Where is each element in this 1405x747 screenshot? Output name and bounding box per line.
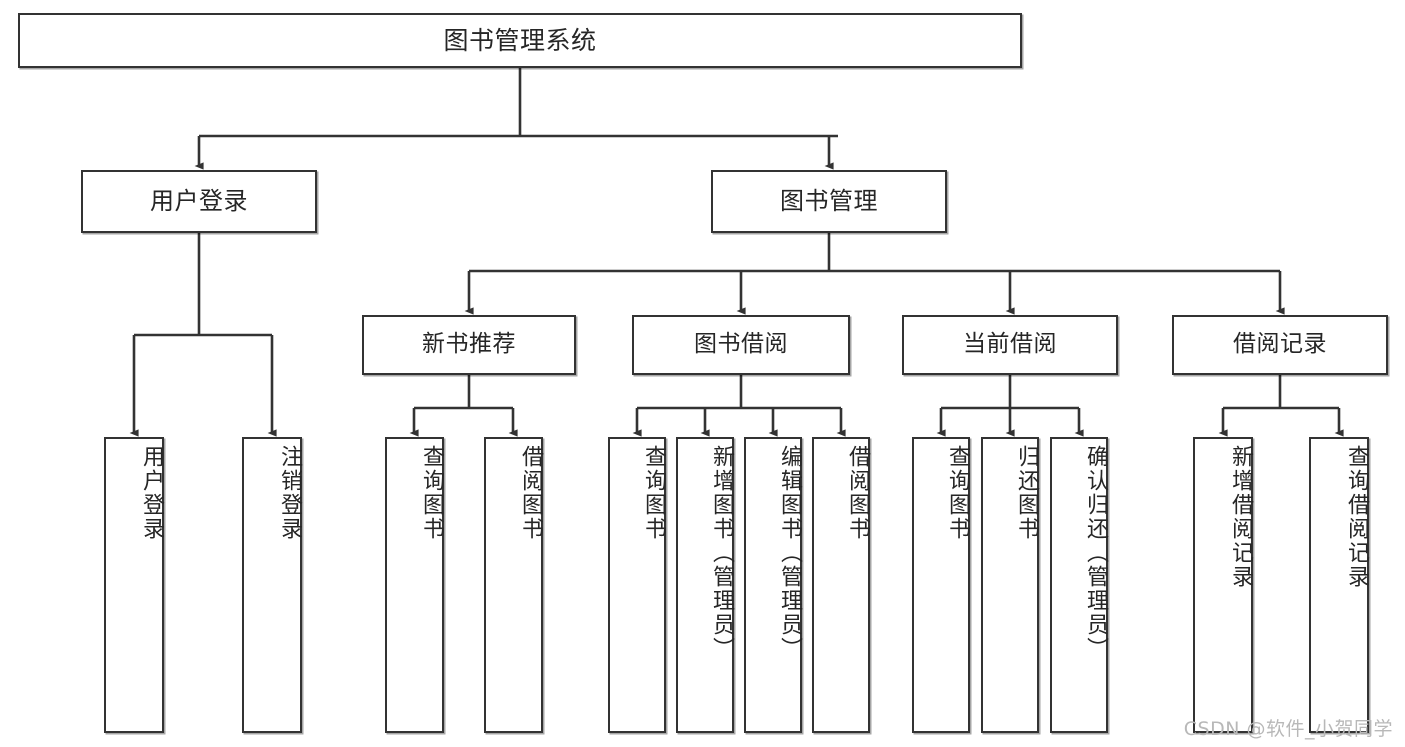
node-leaf-logout-label: 注销登录 — [277, 445, 302, 541]
node-current-borrow-label: 当前借阅 — [963, 331, 1057, 358]
node-leaf-add-book[interactable]: 新增图书（管理员） — [676, 437, 734, 733]
node-leaf-edit-book[interactable]: 编辑图书（管理员） — [744, 437, 802, 733]
node-leaf-confirm-return[interactable]: 确认归还（管理员） — [1050, 437, 1108, 733]
node-borrow-record-label: 借阅记录 — [1233, 331, 1327, 358]
node-leaf-query-book-2[interactable]: 查询图书 — [608, 437, 666, 733]
node-new-book-rec-label: 新书推荐 — [422, 331, 516, 358]
node-leaf-edit-book-label: 编辑图书（管理员） — [777, 445, 802, 661]
node-new-book-rec[interactable]: 新书推荐 — [362, 315, 576, 375]
node-book-borrow-label: 图书借阅 — [694, 331, 788, 358]
node-leaf-borrow-book-2-label: 借阅图书 — [845, 445, 870, 541]
node-leaf-user-login[interactable]: 用户登录 — [104, 437, 164, 733]
node-leaf-add-record[interactable]: 新增借阅记录 — [1193, 437, 1253, 733]
node-leaf-borrow-book-1-label: 借阅图书 — [518, 445, 543, 541]
node-leaf-logout[interactable]: 注销登录 — [242, 437, 302, 733]
node-leaf-query-record-label: 查询借阅记录 — [1344, 445, 1369, 589]
node-root[interactable]: 图书管理系统 — [18, 13, 1022, 68]
node-leaf-borrow-book-2[interactable]: 借阅图书 — [812, 437, 870, 733]
node-book-manage[interactable]: 图书管理 — [711, 170, 947, 233]
node-leaf-confirm-return-label: 确认归还（管理员） — [1083, 445, 1108, 661]
node-user-login[interactable]: 用户登录 — [81, 170, 317, 233]
node-leaf-borrow-book-1[interactable]: 借阅图书 — [484, 437, 543, 733]
node-leaf-query-book-2-label: 查询图书 — [641, 445, 666, 541]
node-book-borrow[interactable]: 图书借阅 — [632, 315, 850, 375]
node-user-login-label: 用户登录 — [150, 187, 248, 216]
watermark-text: CSDN @软件_小贺同学 — [1183, 718, 1393, 740]
node-leaf-add-record-label: 新增借阅记录 — [1228, 445, 1253, 589]
node-book-manage-label: 图书管理 — [780, 187, 878, 216]
node-leaf-query-book-3-label: 查询图书 — [945, 445, 970, 541]
node-leaf-return-book[interactable]: 归还图书 — [981, 437, 1039, 733]
node-borrow-record[interactable]: 借阅记录 — [1172, 315, 1388, 375]
node-leaf-query-book-3[interactable]: 查询图书 — [912, 437, 970, 733]
node-current-borrow[interactable]: 当前借阅 — [902, 315, 1118, 375]
node-leaf-return-book-label: 归还图书 — [1014, 445, 1039, 541]
node-leaf-query-record[interactable]: 查询借阅记录 — [1309, 437, 1369, 733]
node-leaf-query-book-1[interactable]: 查询图书 — [385, 437, 444, 733]
node-leaf-query-book-1-label: 查询图书 — [419, 445, 444, 541]
node-leaf-add-book-label: 新增图书（管理员） — [709, 445, 734, 661]
node-leaf-user-login-label: 用户登录 — [139, 445, 164, 541]
node-root-label: 图书管理系统 — [443, 25, 597, 55]
